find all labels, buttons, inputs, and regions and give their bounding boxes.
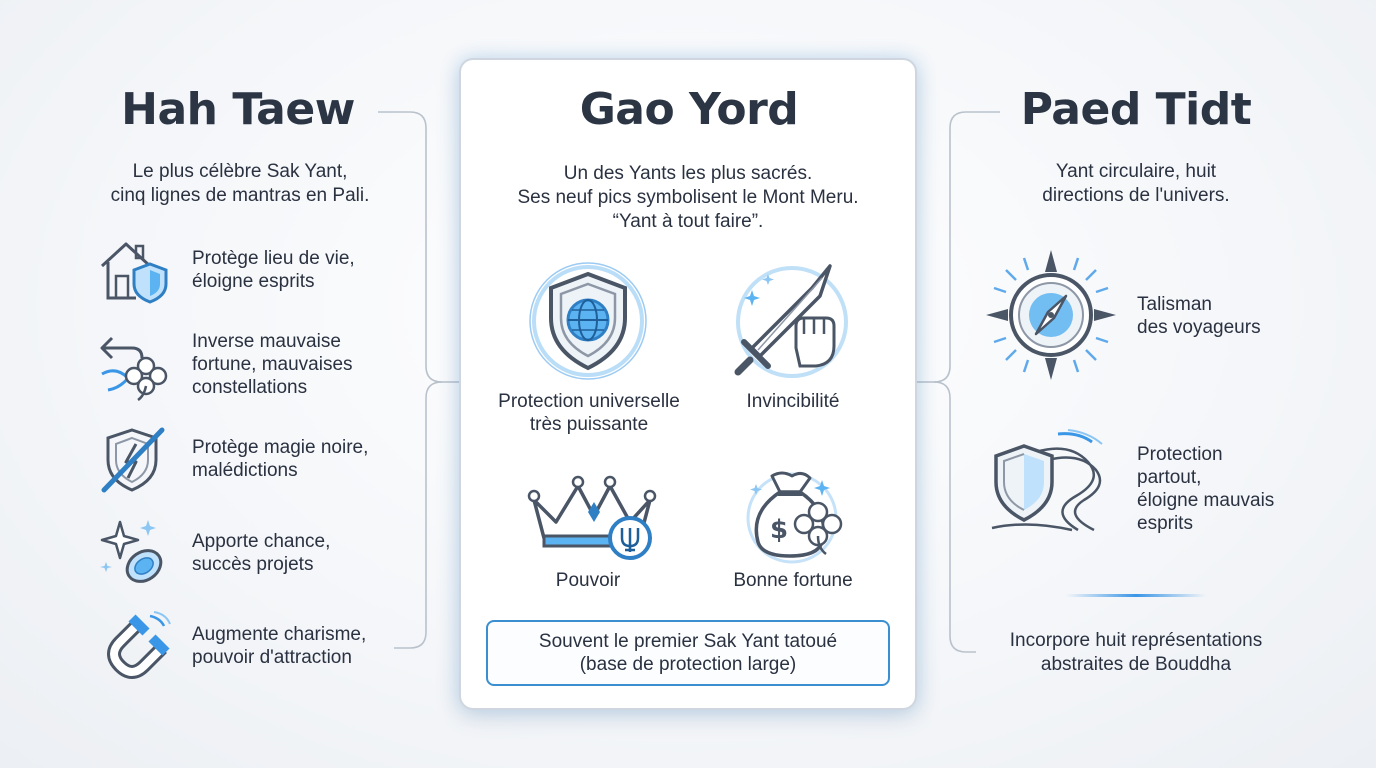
center-note-box: Souvent le premier Sak Yant tatoué (base… (486, 620, 890, 686)
right-title: Paed Tidt (1020, 84, 1252, 135)
shield-slash-icon (98, 424, 170, 496)
reverse-clover-icon (98, 330, 170, 402)
right-item-2-text: Protection partout, éloigne mauvais espr… (1137, 444, 1275, 534)
center-title: Gao Yord (579, 84, 799, 135)
crown-icon (526, 470, 662, 560)
left-subtitle: Le plus célèbre Sak Yant, cinq lignes de… (110, 161, 370, 206)
right-subtitle: Yant circulaire, huit directions de l'un… (1042, 161, 1230, 206)
right-divider (1066, 594, 1206, 597)
right-item-1-text: Talisman des voyageurs (1137, 294, 1261, 338)
left-item-2-text: Inverse mauvaise fortune, mauvaises cons… (192, 331, 353, 398)
left-item-3-text: Protège magie noire, malédictions (192, 437, 369, 481)
globe-shield-icon (527, 260, 649, 382)
shield-road-icon (988, 429, 1114, 536)
left-item-4-text: Apporte chance, succès projets (192, 531, 331, 575)
feature-2-caption: Invincibilité (746, 391, 840, 412)
compass-icon (984, 248, 1118, 382)
sparkle-coin-icon (98, 516, 170, 588)
left-item-1-text: Protège lieu de vie, éloigne esprits (192, 248, 355, 292)
right-footer: Incorpore huit représentations abstraite… (1009, 630, 1263, 675)
left-item-5-text: Augmente charisme, pouvoir d'attraction (192, 624, 367, 668)
feature-3-caption: Pouvoir (555, 570, 621, 591)
feature-4-caption: Bonne fortune (733, 570, 853, 591)
center-subtitle: Un des Yants les plus sacrés. Ses neuf p… (517, 163, 859, 232)
left-title: Hah Taew (121, 84, 355, 135)
feature-1-caption: Protection universelle très puissante (498, 391, 680, 435)
money-bag-clover-icon: $ (738, 466, 850, 564)
svg-text:$: $ (770, 515, 788, 545)
sword-fist-icon (730, 260, 854, 380)
house-shield-icon (96, 236, 172, 304)
center-card (459, 58, 917, 710)
magnet-icon (98, 611, 171, 684)
